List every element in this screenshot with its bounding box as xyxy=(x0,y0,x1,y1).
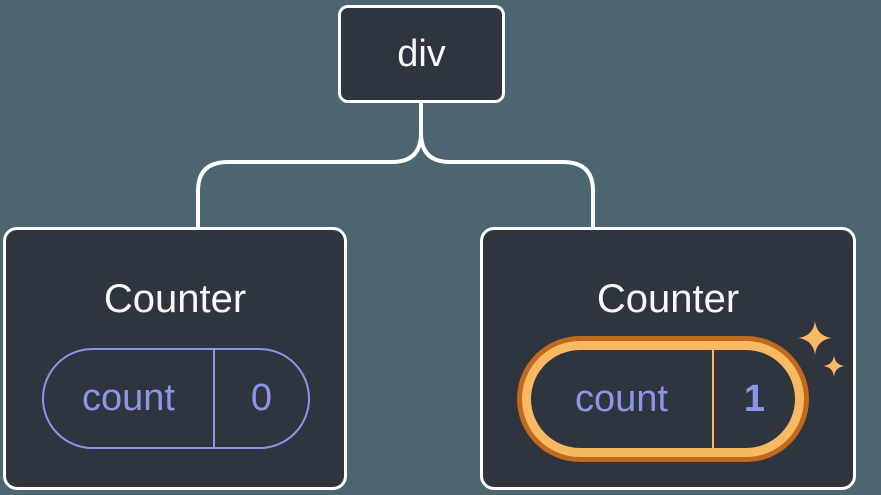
state-pill-highlighted: count 1 xyxy=(531,350,795,448)
state-divider xyxy=(712,350,714,448)
state-key: count xyxy=(575,377,668,420)
state-pill: count 0 xyxy=(42,348,310,449)
state-value: 1 xyxy=(743,377,766,420)
state-divider xyxy=(213,350,215,447)
counter-node-left: Counter count 0 xyxy=(3,227,347,490)
node-title: Counter xyxy=(596,277,740,321)
node-title: Counter xyxy=(103,277,247,321)
root-node-label: div xyxy=(397,32,446,75)
state-value: 0 xyxy=(250,377,273,419)
root-div-node: div xyxy=(338,5,505,103)
state-key: count xyxy=(82,377,175,419)
highlight-ring-inner: count 1 xyxy=(522,341,804,457)
counter-node-right: Counter count 1 xyxy=(480,227,856,490)
highlight-ring-outer: count 1 xyxy=(517,336,809,462)
